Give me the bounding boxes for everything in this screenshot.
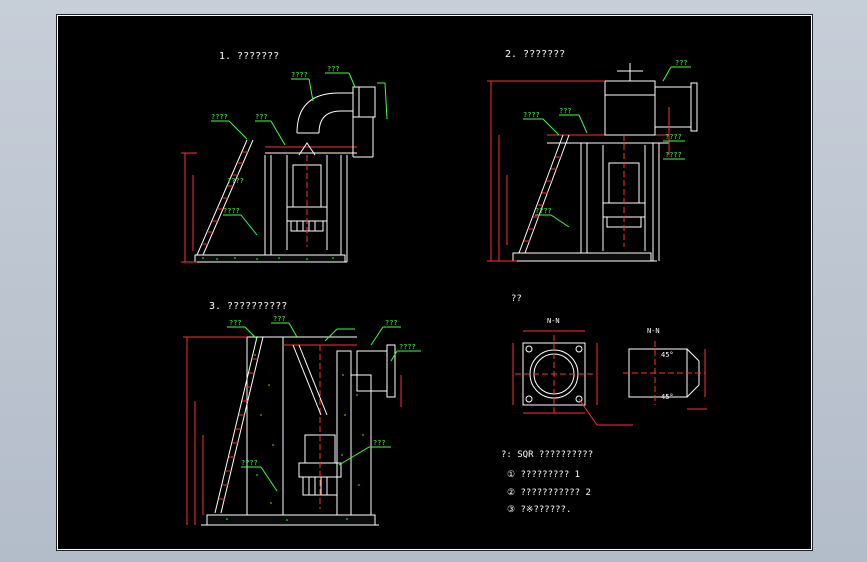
angle-label-1: 45° xyxy=(661,351,674,359)
angle-label-2: 45° xyxy=(661,393,674,401)
d1-callout-e: ???? xyxy=(223,207,240,215)
sheet-outer-border xyxy=(57,15,812,550)
diagram-3-title: 3. ?????????? xyxy=(209,301,287,312)
d2-callout-e: ???? xyxy=(665,151,682,159)
d3-callout-b: ??? xyxy=(273,315,286,323)
d2-callout-f: ???? xyxy=(535,207,552,215)
d1-callout-d: ??? xyxy=(327,65,340,73)
section-label-a: N-N xyxy=(547,317,560,325)
d3-callout-a: ??? xyxy=(229,319,242,327)
d1-callout-a: ???? xyxy=(211,113,228,121)
d3-callout-f: ???? xyxy=(241,459,258,467)
diagram-1-installation: 1. ??????? xyxy=(181,51,388,263)
details-title: ?? xyxy=(511,294,522,304)
cad-viewport[interactable]: 1. ??????? xyxy=(56,14,813,551)
section-label-b: N-N xyxy=(647,327,660,335)
diagram-1-title: 1. ??????? xyxy=(219,51,279,62)
d3-callout-e: ??? xyxy=(373,439,386,447)
d1-callout-b: ??? xyxy=(255,113,268,121)
cad-drawing-sheet: 1. ??????? xyxy=(57,15,812,550)
notes-block: ?: SQR ?????????? ① ????????? 1 ② ??????… xyxy=(501,450,593,515)
d2-callout-b: ??? xyxy=(559,107,572,115)
note-3: ③ ?※??????. xyxy=(507,505,571,515)
d3-callout-d: ???? xyxy=(399,343,416,351)
notes-header: ?: SQR ?????????? xyxy=(501,450,593,460)
note-1: ① ????????? 1 xyxy=(507,470,580,480)
diagram-2-title: 2. ??????? xyxy=(505,49,565,60)
d1-callout-f: ???? xyxy=(227,177,244,185)
d1-callout-c: ???? xyxy=(291,71,308,79)
diagram-2-installation: 2. ??????? xyxy=(487,49,698,262)
d2-callout-c: ??? xyxy=(675,59,688,67)
d2-callout-d: ???? xyxy=(665,133,682,141)
d3-callout-c: ??? xyxy=(385,319,398,327)
diagram-3-installation: 3. ?????????? xyxy=(183,301,421,526)
note-2: ② ??????????? 2 xyxy=(507,488,591,498)
section-details: ?? N-N N-N 45° 45° xyxy=(511,294,707,426)
d2-callout-a: ???? xyxy=(523,111,540,119)
